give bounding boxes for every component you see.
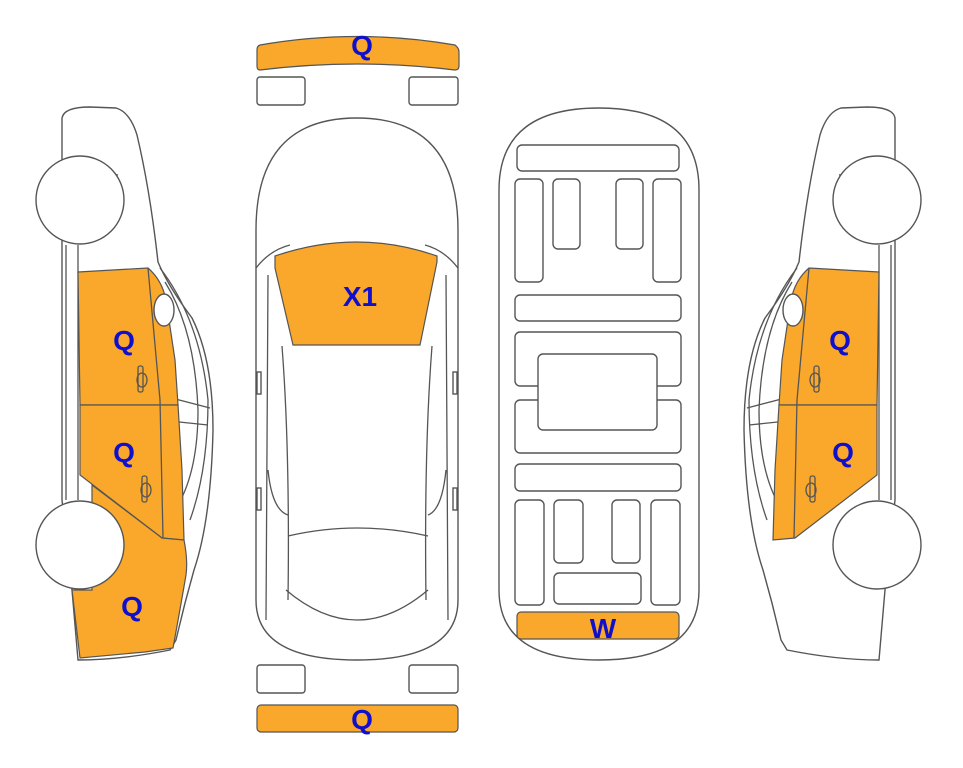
left-front-door-zone[interactable] (77, 267, 179, 406)
top-view: X1 Q Q (255, 30, 460, 735)
right-side-view: Q Q (743, 106, 922, 661)
rear-bumper-zone[interactable] (256, 704, 459, 733)
zone-label: Q (121, 591, 143, 622)
front-bumper-zone[interactable] (256, 35, 460, 71)
zone-label: Q (113, 437, 135, 468)
left-side-view: Q Q Q (35, 106, 214, 661)
underside-view: W (498, 107, 700, 661)
right-rear-door-zone[interactable] (772, 404, 878, 541)
zone-label: Q (829, 325, 851, 356)
left-mirror-icon (153, 293, 175, 327)
zone-label: X1 (343, 281, 377, 312)
windshield-zone[interactable] (274, 241, 438, 346)
zone-label: Q (113, 325, 135, 356)
zone-label: W (590, 613, 617, 644)
left-front-wheel-icon (35, 155, 125, 245)
right-front-door-zone[interactable] (778, 267, 880, 406)
rear-underbody-zone[interactable] (516, 611, 680, 640)
zone-label: Q (832, 437, 854, 468)
left-rear-wheel-icon (35, 500, 125, 590)
zone-label: Q (351, 704, 373, 735)
zone-label: Q (351, 30, 373, 61)
left-door-handle-icon (136, 365, 152, 503)
